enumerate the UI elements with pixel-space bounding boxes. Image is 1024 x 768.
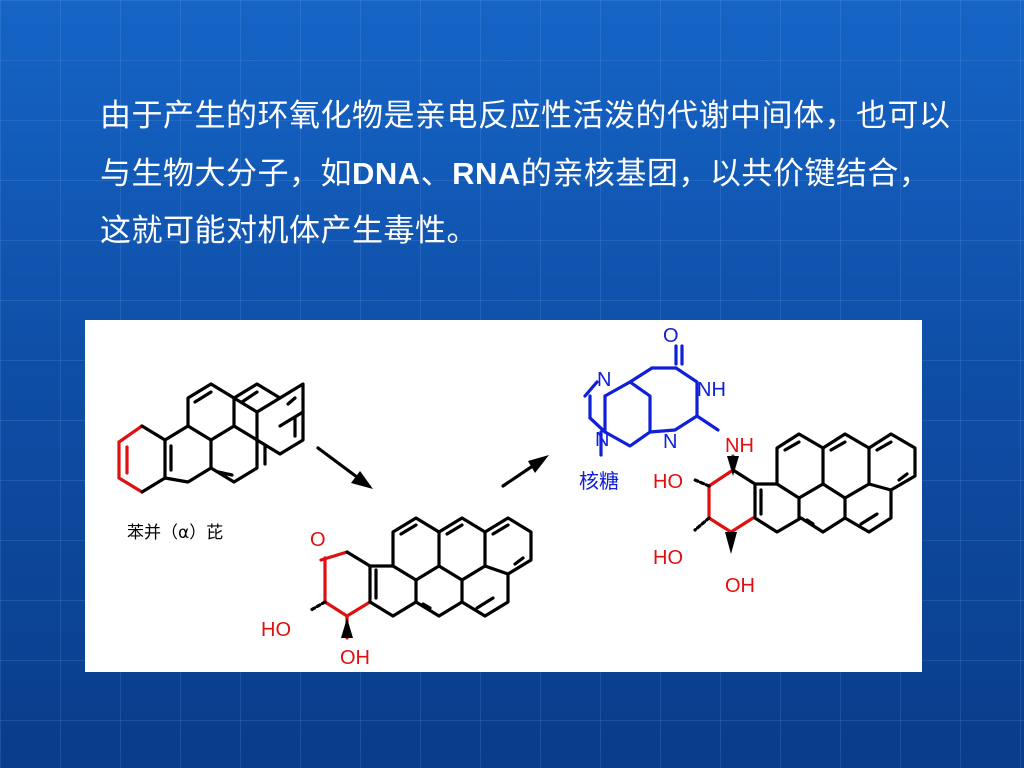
guanine-n3-label: N [663, 431, 677, 453]
guanine-moiety [583, 344, 720, 457]
dna-term: DNA [352, 156, 421, 191]
benzopyrene-molecule [117, 382, 305, 494]
guanine-n7-label: N [597, 369, 611, 391]
guanine-n9-label: N [595, 429, 609, 451]
epoxide-oxygen-label: O [310, 529, 326, 551]
rna-term: RNA [452, 156, 521, 191]
paragraph-separator: 、 [420, 156, 453, 192]
guanine-nh-label: NH [697, 379, 726, 401]
paragraph-part1: 由于产生的环氧化物是亲电反应性活泼的代谢中间体，也可以与生物大分子，如 [100, 98, 951, 192]
adduct-ho-top-label: HO [653, 471, 683, 493]
benzopyrene-label: 苯并（α）芘 [127, 523, 223, 543]
diol-epoxide-molecule [309, 516, 533, 640]
guanine-carbonyl-o: O [663, 325, 679, 347]
reaction-arrow-1 [316, 446, 373, 489]
reaction-scheme-svg: 苯并（α）芘 O HO OH [117, 325, 917, 669]
reaction-arrow-2 [501, 455, 549, 488]
paragraph-part2: 的亲核基团，以共价键结合，这就可能对机体产生毒性。 [100, 156, 931, 249]
sugar-label: 核糖 [579, 470, 619, 493]
adduct-pyrene-moiety [693, 432, 917, 554]
description-paragraph: 由于产生的环氧化物是亲电反应性活泼的代谢中间体，也可以与生物大分子，如DNA、R… [100, 88, 960, 260]
linker-nh-label: NH [725, 435, 754, 457]
adduct-ho-mid-label: HO [653, 547, 683, 569]
adduct-oh-bottom-label: OH [725, 575, 755, 597]
diol-ho-label: HO [261, 619, 291, 641]
diol-oh-label: OH [340, 647, 370, 669]
reaction-figure: 苯并（α）芘 O HO OH [85, 320, 922, 672]
